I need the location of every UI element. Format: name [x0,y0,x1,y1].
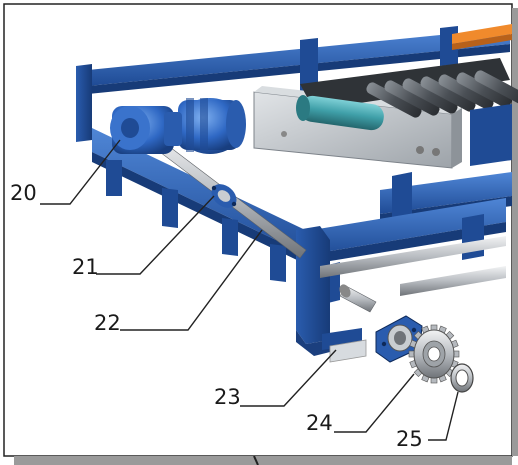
drive-motor [176,98,246,154]
callout-label-24: 24 [306,411,333,435]
shaft-collar [450,363,474,393]
lower-rail [320,236,506,296]
callout-label-21: 21 [72,255,99,279]
conveyor-roller [366,82,422,118]
callout-label-20: 20 [10,181,37,205]
roller-bed [300,58,518,118]
teal-roller [296,95,384,131]
sprocket [408,324,460,384]
callout-label-25: 25 [396,427,423,451]
orange-rail-accent [452,24,512,50]
bottom-shadow-bar [14,456,512,465]
leader-lines [40,139,459,441]
rear-frame [76,26,510,142]
leader-line-22 [120,229,263,331]
conveyor-roller [474,70,518,106]
leader-line-25 [428,391,459,441]
loose-flange-bearing [375,315,423,363]
conveyor-roller [438,74,494,110]
shaft-flange-bearing [211,184,237,208]
conveyor-roller [420,76,476,112]
conveyor-roller [402,78,458,114]
leader-line-20 [40,139,121,205]
leader-line-21 [96,195,215,275]
conveyor-roller [384,80,440,116]
leader-line-23 [240,349,337,407]
leader-line-24 [334,373,415,433]
bottom-indicator-line [253,455,259,465]
callout-label-23: 23 [214,385,241,409]
front-corner-leg [296,226,367,363]
conveyor-roller [456,72,512,108]
right-shadow-bar [512,8,518,456]
gearbox [110,106,182,154]
callout-label-22: 22 [94,311,121,335]
